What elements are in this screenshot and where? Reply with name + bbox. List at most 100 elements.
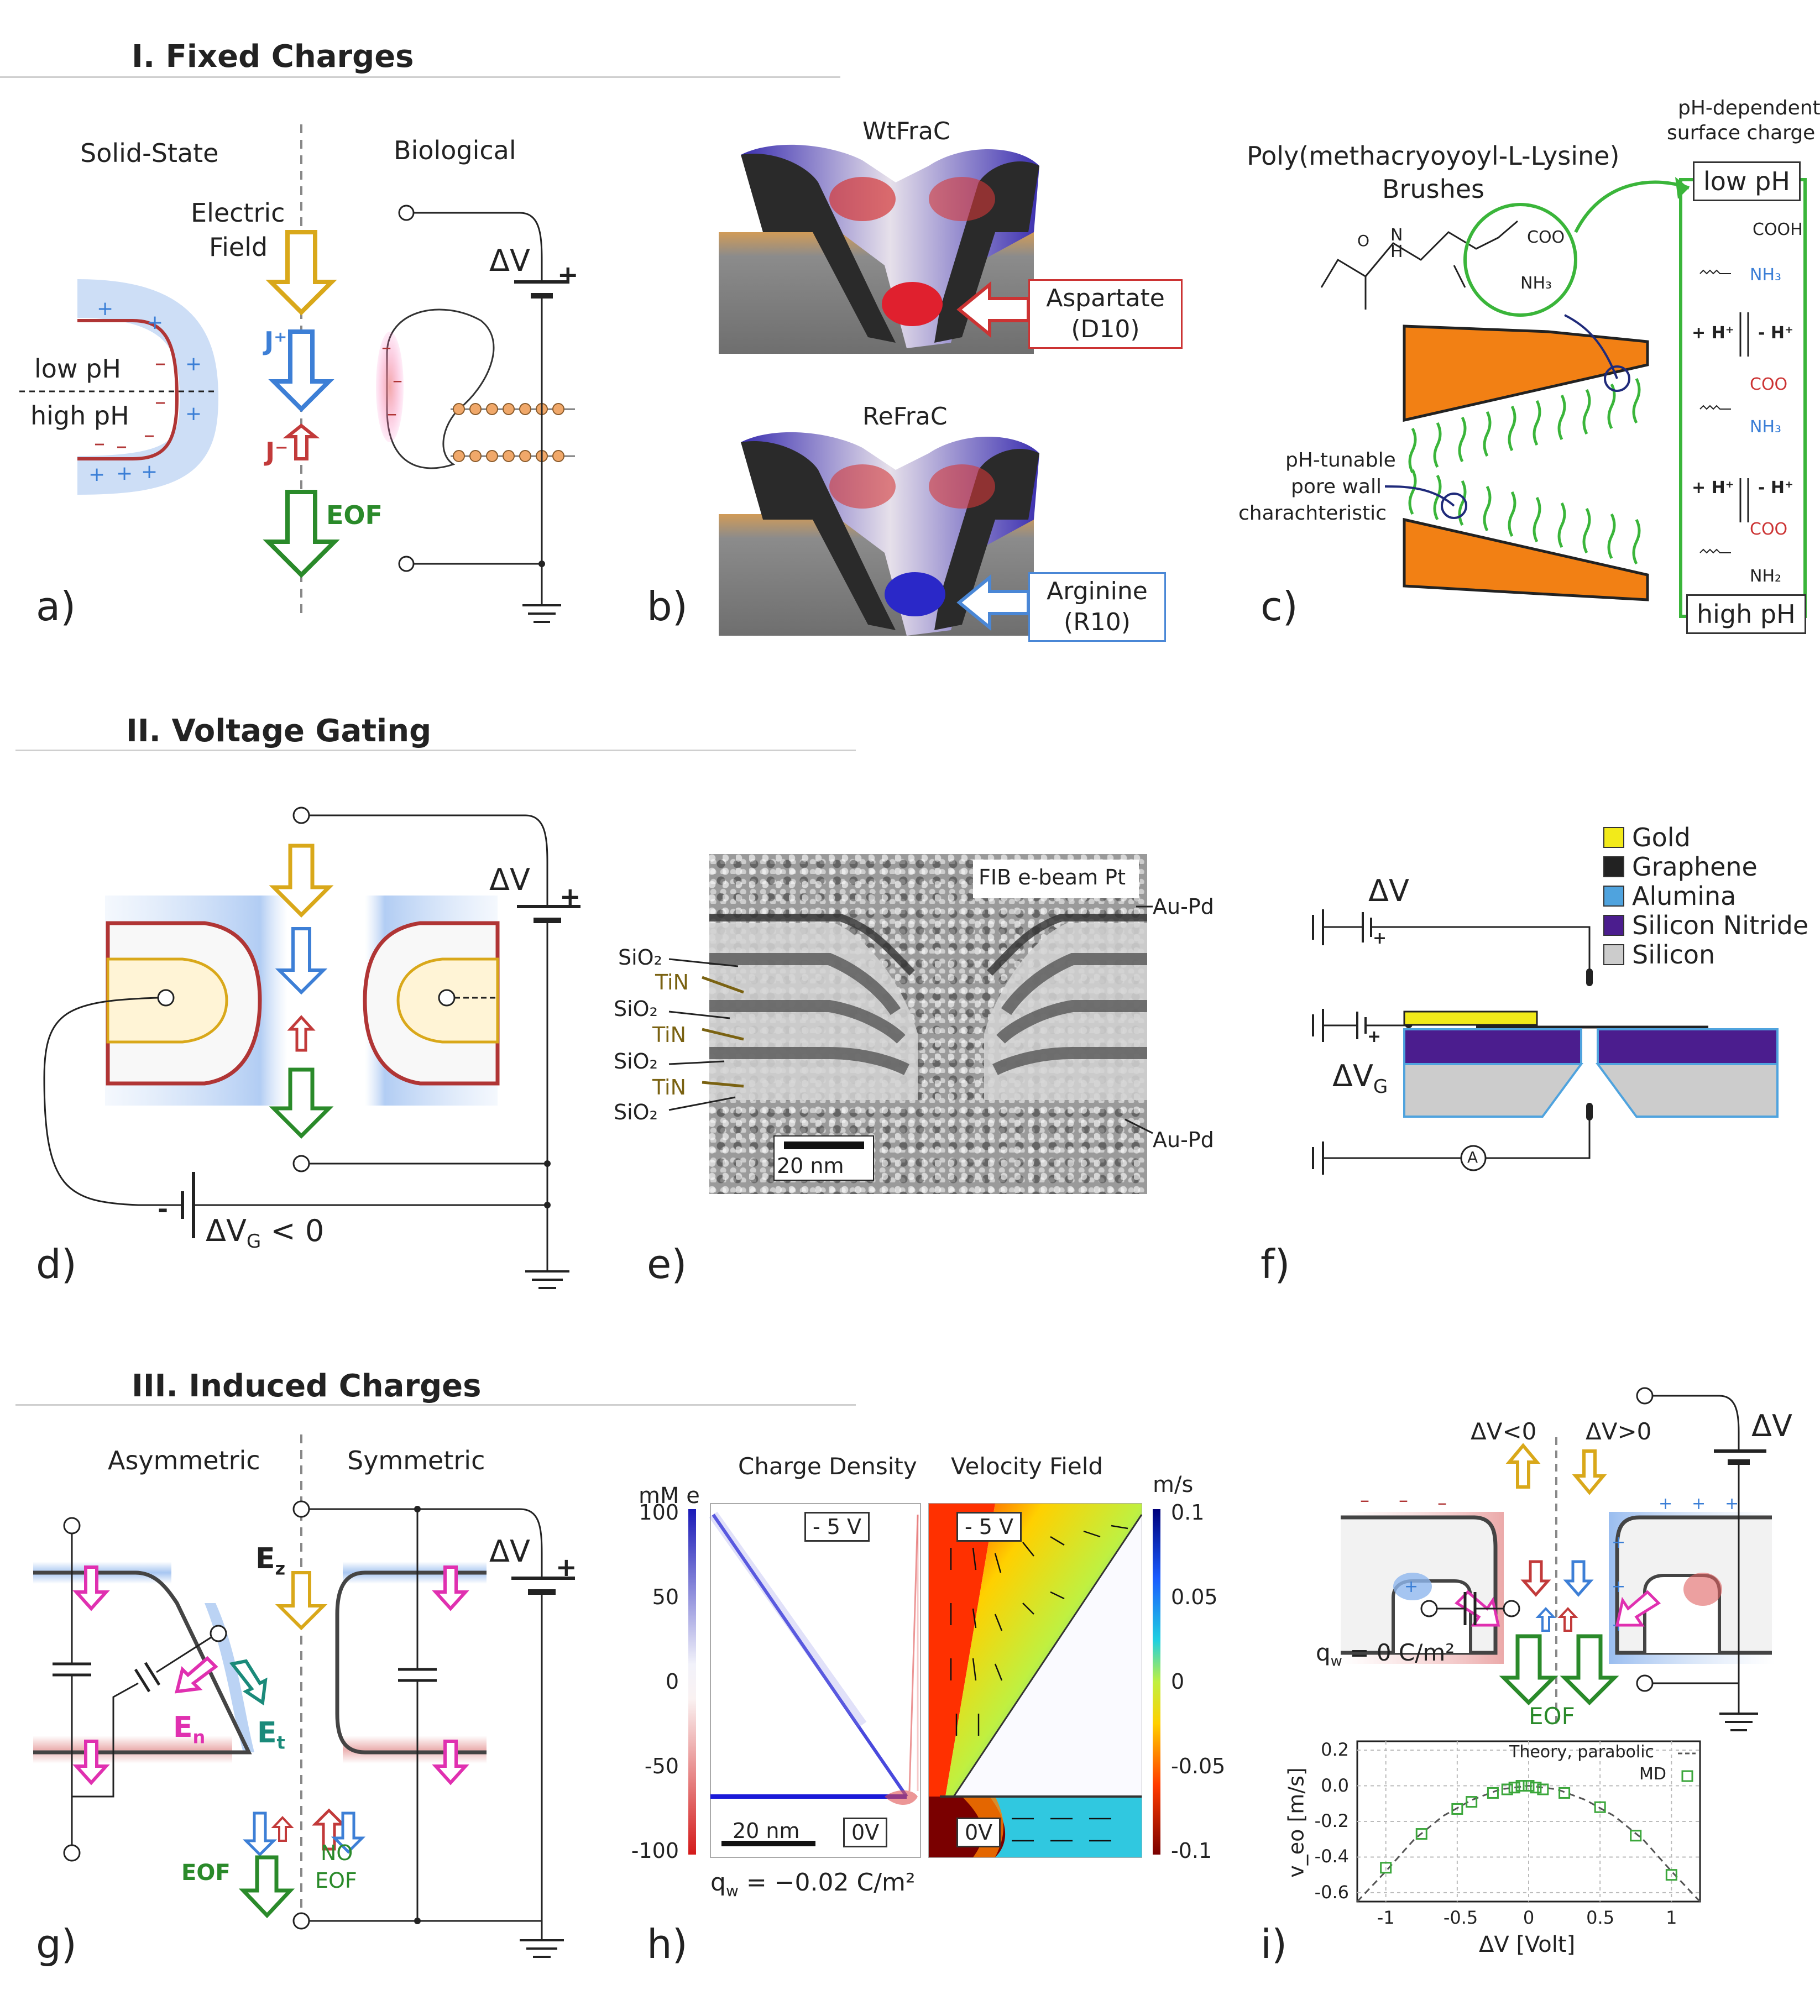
sio2-label-3: SiO₂ bbox=[614, 1049, 658, 1074]
nitrogen-label: N bbox=[1390, 226, 1403, 245]
panel-letter-c: c) bbox=[1261, 583, 1298, 630]
legend-label: Silicon bbox=[1632, 940, 1716, 970]
legend-swatch bbox=[1603, 944, 1624, 965]
svg-text:–: – bbox=[155, 389, 166, 415]
panel-letter-i: i) bbox=[1261, 1921, 1288, 1967]
electric-field-label-2: Field bbox=[209, 232, 268, 262]
delta-v-label: ΔV bbox=[1368, 873, 1409, 908]
ez-label: Ez bbox=[255, 1542, 286, 1579]
aspartate-box: Aspartate (D10) bbox=[1028, 279, 1183, 349]
colorbar-tick: 0.1 bbox=[1171, 1500, 1205, 1525]
x-tick-label: -1 bbox=[1377, 1907, 1395, 1928]
brush-title-1: Poly(methacryoyoyl-L-Lysine) bbox=[1247, 141, 1620, 171]
legend-item: Alumina bbox=[1603, 881, 1736, 911]
section-title-fixed: I. Fixed Charges bbox=[132, 39, 414, 75]
panel-letter-g: g) bbox=[36, 1921, 77, 1967]
tunable-label-1: pH-tunable bbox=[1285, 449, 1396, 472]
md-data-point bbox=[1451, 1803, 1463, 1815]
ammeter-label: A bbox=[1467, 1148, 1478, 1166]
scale-label: 20 nm bbox=[777, 1154, 844, 1178]
legend-swatch bbox=[1603, 827, 1624, 848]
plus-h-label-2: + H⁺ bbox=[1692, 478, 1734, 498]
svg-text:+: + bbox=[1692, 1494, 1706, 1514]
tin-label-3: TiN bbox=[652, 1075, 687, 1099]
tunable-label-3: charachteristic bbox=[1238, 502, 1387, 525]
svg-text:–: – bbox=[155, 350, 166, 376]
delta-v-label: ΔV bbox=[489, 1534, 530, 1569]
zero-v-box-right: 0V bbox=[956, 1818, 1001, 1847]
eof-label: EOF bbox=[1529, 1703, 1575, 1730]
asymmetric-label: Asymmetric bbox=[108, 1446, 260, 1475]
svg-text:–: – bbox=[94, 431, 105, 456]
legend-label: Alumina bbox=[1632, 881, 1737, 911]
y-tick-label: -0.2 bbox=[1314, 1810, 1349, 1831]
section-rule bbox=[15, 750, 856, 751]
high-ph-label: high pH bbox=[30, 401, 129, 431]
panel-letter-a: a) bbox=[36, 583, 76, 630]
arginine-label: Arginine bbox=[1047, 577, 1148, 605]
svg-text:+: + bbox=[1612, 1577, 1625, 1596]
y-axis-label: v_eo [m/s] bbox=[1284, 1767, 1309, 1878]
j-plus-label: J⁺ bbox=[264, 326, 287, 356]
legend-md-swatch bbox=[1681, 1770, 1693, 1782]
no-eof-label-1: NO bbox=[321, 1841, 353, 1865]
plus-h-label-1: + H⁺ bbox=[1692, 323, 1734, 343]
plus-label: + bbox=[556, 1552, 577, 1582]
delta-vg-label: ΔVG bbox=[1332, 1059, 1388, 1098]
refrac-label: ReFraC bbox=[862, 402, 948, 431]
svg-text:+: + bbox=[116, 462, 133, 485]
plus-label-1: + bbox=[1373, 929, 1387, 948]
md-data-point bbox=[1630, 1830, 1642, 1842]
ph-dependent-label-1: pH-dependent bbox=[1678, 97, 1820, 119]
legend-label: Silicon Nitride bbox=[1632, 910, 1809, 940]
nh3-label-2: NH₃ bbox=[1750, 417, 1782, 437]
theory-curve bbox=[1356, 1785, 1701, 1903]
tin-label-2: TiN bbox=[652, 1023, 687, 1047]
minus-5v-box-right: - 5 V bbox=[956, 1512, 1022, 1542]
dv-negative-label: ΔV<0 bbox=[1471, 1418, 1537, 1445]
legend-item: Graphene bbox=[1603, 852, 1758, 882]
qw-label: qw = 0 C/m² bbox=[1316, 1639, 1455, 1670]
svg-text:+: + bbox=[185, 402, 202, 425]
legend-theory-label: Theory, parabolic bbox=[1509, 1742, 1655, 1762]
svg-text:–: – bbox=[1437, 1492, 1447, 1514]
wtfrac-label: WtFraC bbox=[862, 117, 950, 145]
legend-swatch bbox=[1603, 915, 1624, 936]
md-data-point bbox=[1523, 1780, 1535, 1792]
scale-label: 20 nm bbox=[733, 1819, 800, 1843]
eof-label: EOF bbox=[181, 1860, 231, 1886]
md-data-point bbox=[1501, 1783, 1513, 1795]
section-title-voltage: II. Voltage Gating bbox=[126, 713, 432, 749]
au-pd-top-label: Au-Pd bbox=[1153, 894, 1214, 919]
svg-text:+: + bbox=[147, 311, 163, 334]
colorbar-tick: 50 bbox=[652, 1585, 679, 1609]
svg-text:–: – bbox=[116, 433, 127, 459]
md-data-point bbox=[1515, 1780, 1528, 1792]
plus-label: + bbox=[557, 260, 579, 290]
legend-label: Graphene bbox=[1632, 852, 1758, 882]
section-rule bbox=[15, 1404, 856, 1406]
charge-unit-label: mM e bbox=[639, 1483, 700, 1509]
velocity-unit-label: m/s bbox=[1153, 1472, 1194, 1497]
svg-text:+: + bbox=[1659, 1494, 1672, 1514]
delta-vg-label: ΔVG < 0 bbox=[206, 1213, 325, 1253]
coo-label-2: COO bbox=[1750, 520, 1788, 539]
legend-swatch bbox=[1603, 856, 1624, 877]
ph-dependent-label-2: surface charge bbox=[1667, 122, 1816, 144]
charge-density-title: Charge Density bbox=[738, 1453, 917, 1480]
colorbar-tick: 100 bbox=[639, 1500, 679, 1525]
colorbar-tick: -100 bbox=[631, 1839, 679, 1863]
j-minus-label: J⁻ bbox=[265, 437, 289, 467]
minus-h-label-2: - H⁺ bbox=[1758, 478, 1793, 498]
colorbar-tick: 0.05 bbox=[1171, 1585, 1218, 1609]
md-data-point bbox=[1558, 1787, 1571, 1799]
y-tick-label: 0.0 bbox=[1321, 1774, 1349, 1796]
panel-letter-e: e) bbox=[647, 1241, 687, 1287]
solid-state-label: Solid-State bbox=[80, 138, 219, 168]
sio2-label-4: SiO₂ bbox=[614, 1100, 658, 1124]
